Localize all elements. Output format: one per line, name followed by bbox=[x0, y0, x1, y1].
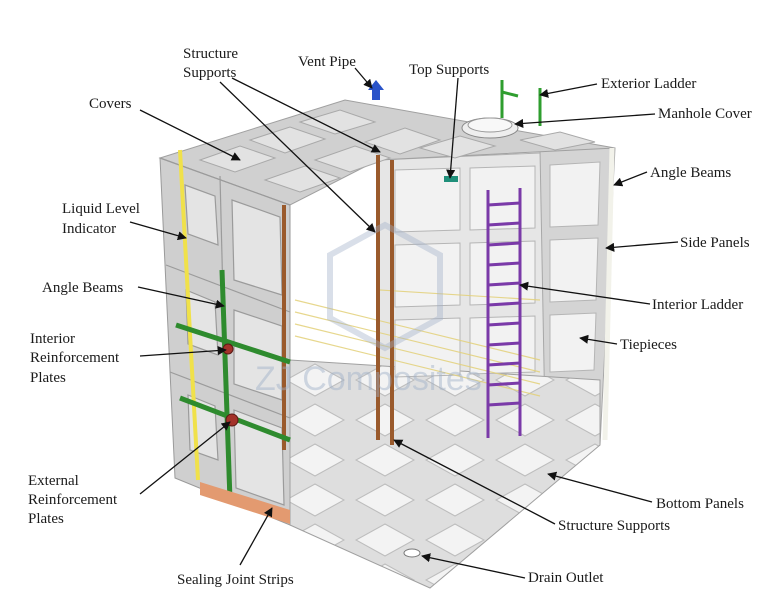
label-manhole-cover: Manhole Cover bbox=[658, 106, 752, 122]
interior-ladder bbox=[486, 188, 522, 438]
label-angle-beams-right: Angle Beams bbox=[650, 165, 731, 181]
drain-outlet bbox=[403, 548, 421, 558]
label-bottom-panels: Bottom Panels bbox=[656, 496, 744, 512]
label-interior-reinforcement-line1: Interior bbox=[30, 331, 75, 347]
label-interior-ladder: Interior Ladder bbox=[652, 297, 743, 313]
label-vent-pipe: Vent Pipe bbox=[298, 54, 356, 70]
label-structure-supports-bottom: Structure Supports bbox=[558, 518, 670, 534]
label-interior-reinforcement-line3: Plates bbox=[30, 370, 66, 386]
manhole-cover bbox=[461, 117, 519, 139]
tiepieces bbox=[294, 289, 541, 397]
label-external-reinforcement-line3: Plates bbox=[28, 511, 64, 527]
vent-pipe bbox=[368, 80, 384, 100]
liquid-level-indicator bbox=[178, 149, 200, 481]
labels: Covers Structure Supports Vent Pipe Top … bbox=[28, 46, 752, 588]
watermark-text: ZJ Composites bbox=[255, 360, 482, 398]
label-sealing-joint-strips: Sealing Joint Strips bbox=[177, 572, 294, 588]
label-top-supports: Top Supports bbox=[409, 62, 489, 78]
label-covers: Covers bbox=[89, 96, 132, 112]
label-structure-supports-top-line2: Supports bbox=[183, 65, 237, 81]
label-external-reinforcement-line1: External bbox=[28, 473, 79, 489]
watermark: ZJ Composites bbox=[255, 221, 482, 398]
label-side-panels: Side Panels bbox=[680, 235, 750, 251]
top-support bbox=[444, 176, 458, 182]
angle-beam-right bbox=[602, 147, 615, 441]
label-liquid-level-line1: Liquid Level bbox=[62, 201, 140, 217]
label-drain-outlet: Drain Outlet bbox=[528, 570, 604, 586]
exterior-ladder bbox=[500, 80, 542, 126]
label-angle-beams-left: Angle Beams bbox=[42, 280, 123, 296]
label-exterior-ladder: Exterior Ladder bbox=[601, 76, 696, 92]
label-interior-reinforcement-line2: Reinforcement bbox=[30, 350, 120, 366]
label-structure-supports-top-line1: Structure bbox=[183, 46, 238, 62]
structure-supports bbox=[282, 155, 394, 450]
leader-lines bbox=[129, 67, 679, 579]
label-liquid-level-line2: Indicator bbox=[62, 221, 116, 237]
bottom-panels bbox=[289, 359, 601, 589]
label-tiepieces: Tiepieces bbox=[620, 337, 677, 353]
label-external-reinforcement-line2: Reinforcement bbox=[28, 492, 118, 508]
